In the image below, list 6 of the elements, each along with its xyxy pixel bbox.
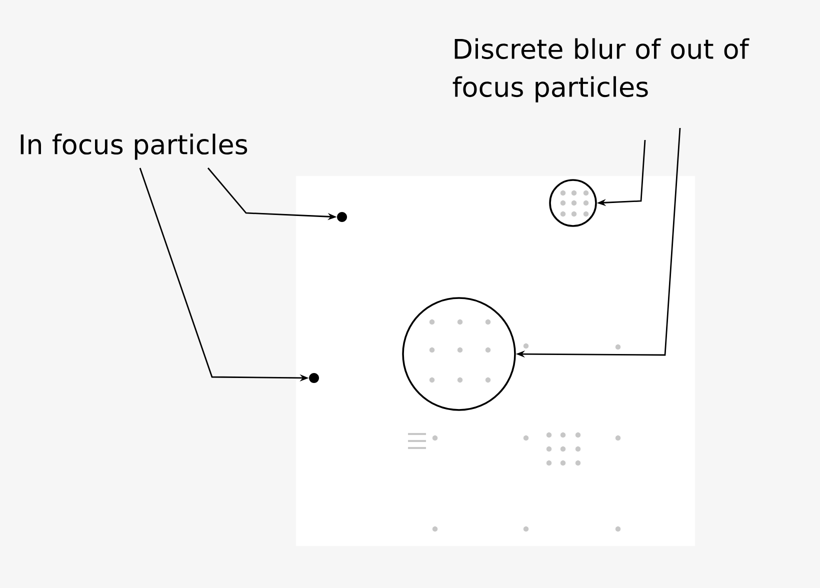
highlight-circle (549, 179, 597, 227)
particle-dot (309, 373, 319, 383)
callout-text: Discrete blur of out of focus particles (452, 38, 750, 102)
particle-dot (337, 212, 347, 222)
highlight-circle (402, 297, 516, 411)
callout-text: In focus particles (20, 134, 248, 160)
